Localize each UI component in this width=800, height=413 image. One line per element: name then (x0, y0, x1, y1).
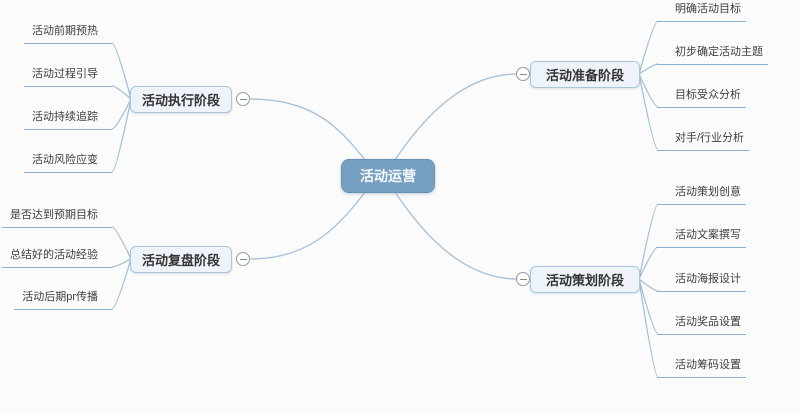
connector-child (111, 42, 132, 100)
branch-node-prepare[interactable]: 活动准备阶段 (530, 61, 640, 88)
node-label: 活动持续追踪 (32, 111, 98, 123)
node-label: 活动奖品设置 (675, 316, 741, 328)
minus-icon (239, 258, 247, 260)
node-label: 总结好的活动经验 (10, 249, 98, 261)
child-node[interactable]: 活动持续追踪 (24, 108, 112, 130)
collapse-toggle-execute[interactable] (236, 92, 250, 106)
node-label: 活动后期pr传播 (22, 291, 98, 303)
child-node[interactable]: 活动风险应变 (24, 151, 112, 173)
connector-child (638, 278, 659, 378)
collapse-toggle-prepare[interactable] (516, 67, 530, 81)
node-label: 活动风险应变 (32, 154, 98, 166)
child-node[interactable]: 活动策划创意 (657, 183, 746, 205)
connector-child (111, 258, 132, 310)
minus-icon (519, 278, 527, 280)
root-node-label: 活动运营 (360, 168, 416, 184)
branch-label: 活动复盘阶段 (141, 253, 220, 268)
connector-child (111, 258, 132, 268)
connector-child (111, 98, 132, 130)
child-node[interactable]: 目标受众分析 (657, 86, 746, 108)
child-node[interactable]: 活动奖品设置 (657, 313, 746, 335)
node-label: 活动文案撰写 (675, 229, 741, 241)
connector-root-to-execute (249, 98, 366, 161)
child-node[interactable]: 活动过程引导 (24, 65, 112, 87)
child-node[interactable]: 活动筹码设置 (657, 356, 746, 378)
connector-child (638, 278, 659, 292)
connector-child (111, 98, 132, 173)
connector-child (638, 20, 659, 75)
connector-child (111, 85, 132, 100)
node-label: 活动策划创意 (675, 186, 741, 198)
node-label: 活动前期预热 (32, 25, 98, 37)
child-node[interactable]: 活动海报设计 (657, 270, 746, 292)
child-node[interactable]: 对手/行业分析 (657, 129, 750, 151)
root-node[interactable]: 活动运营 (341, 159, 435, 193)
branch-label: 活动执行阶段 (141, 93, 220, 108)
node-label: 目标受众分析 (675, 89, 741, 101)
minus-icon (519, 73, 527, 75)
child-node[interactable]: 活动文案撰写 (657, 226, 746, 248)
node-label: 对手/行业分析 (675, 132, 745, 144)
child-node[interactable]: 总结好的活动经验 (2, 246, 112, 268)
minus-icon (239, 98, 247, 100)
connector-root-to-prepare (394, 73, 518, 161)
connector-child (638, 278, 659, 335)
connector-child (638, 203, 659, 280)
child-node[interactable]: 明确活动目标 (657, 0, 746, 22)
branch-label: 活动策划阶段 (545, 273, 624, 288)
connector-child (638, 73, 659, 151)
node-label: 是否达到预期目标 (10, 209, 98, 221)
connector-child (638, 73, 659, 108)
collapse-toggle-plan[interactable] (516, 272, 530, 286)
connector-child (111, 226, 132, 260)
child-node[interactable]: 是否达到预期目标 (2, 206, 112, 228)
child-node[interactable]: 初步确定活动主题 (657, 43, 768, 65)
node-label: 活动过程引导 (32, 68, 98, 80)
node-label: 活动筹码设置 (675, 359, 741, 371)
node-label: 活动海报设计 (675, 273, 741, 285)
child-node[interactable]: 活动后期pr传播 (14, 288, 112, 310)
branch-node-execute[interactable]: 活动执行阶段 (130, 86, 232, 113)
collapse-toggle-review[interactable] (236, 252, 250, 266)
branch-node-plan[interactable]: 活动策划阶段 (530, 266, 640, 293)
child-node[interactable]: 活动前期预热 (24, 22, 112, 44)
node-label: 初步确定活动主题 (675, 46, 763, 58)
connector-root-to-plan (394, 191, 518, 280)
node-label: 明确活动目标 (675, 3, 741, 15)
connector-root-to-review (249, 191, 366, 260)
branch-node-review[interactable]: 活动复盘阶段 (130, 246, 232, 273)
branch-label: 活动准备阶段 (545, 68, 624, 83)
